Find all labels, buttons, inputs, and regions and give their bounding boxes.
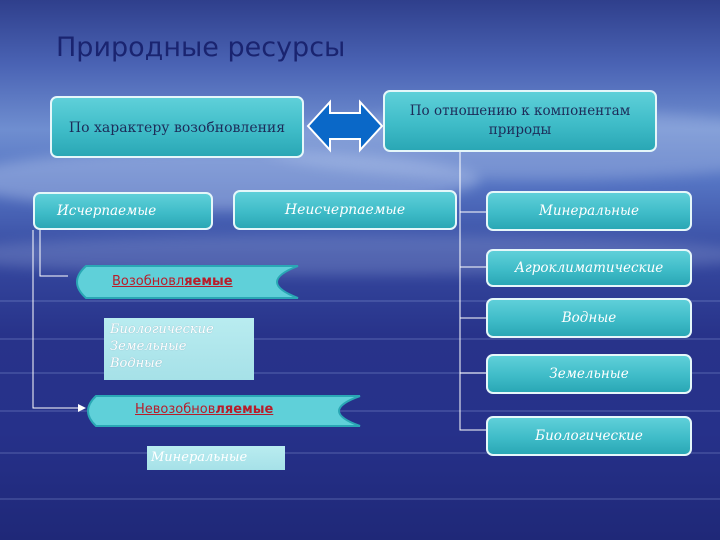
components-trunk-line [459, 150, 486, 431]
renewable-items-list: Биологические Земельные Водные [104, 318, 254, 380]
nonrenewable-items-list: Минеральные [147, 446, 285, 470]
nonrenewable-ribbon [87, 395, 361, 427]
component-label: Минеральные [539, 203, 639, 219]
component-water: Водные [486, 298, 692, 338]
category-by-relation-label: По отношению к компонентам природы [409, 103, 631, 138]
list-item: Биологические [110, 322, 214, 337]
component-label: Водные [561, 310, 617, 326]
category-by-renewal-label: По характеру возобновления [68, 119, 286, 136]
category-by-renewal: По характеру возобновления [50, 96, 304, 158]
exhaustible-to-renewable-line [39, 230, 68, 277]
inexhaustible-label: Неисчерпаемые [284, 202, 406, 218]
arrow-head-icon [78, 404, 86, 412]
renewable-ribbon [76, 265, 299, 299]
component-label: Земельные [549, 366, 629, 382]
list-item: Земельные [110, 339, 187, 354]
component-biological: Биологические [486, 416, 692, 456]
component-mineral: Минеральные [486, 191, 692, 231]
list-item: Минеральные [151, 450, 248, 465]
component-label: Агроклиматические [514, 260, 664, 276]
inexhaustible-box: Неисчерпаемые [233, 190, 457, 230]
nonrenewable-label: Невозобновляемые [135, 402, 274, 417]
component-land: Земельные [486, 354, 692, 394]
exhaustible-box: Исчерпаемые [33, 192, 213, 230]
category-by-relation: По отношению к компонентам природы [383, 90, 657, 152]
exhaustible-to-nonrenewable-line [32, 230, 78, 409]
renewable-label: Возобновляемые [112, 274, 233, 289]
component-agroclimatic: Агроклиматические [486, 249, 692, 287]
exhaustible-label: Исчерпаемые [57, 203, 157, 219]
list-item: Водные [110, 356, 163, 371]
component-label: Биологические [535, 428, 643, 444]
double-headed-arrow-icon [306, 98, 384, 158]
page-title: Природные ресурсы [56, 32, 346, 63]
